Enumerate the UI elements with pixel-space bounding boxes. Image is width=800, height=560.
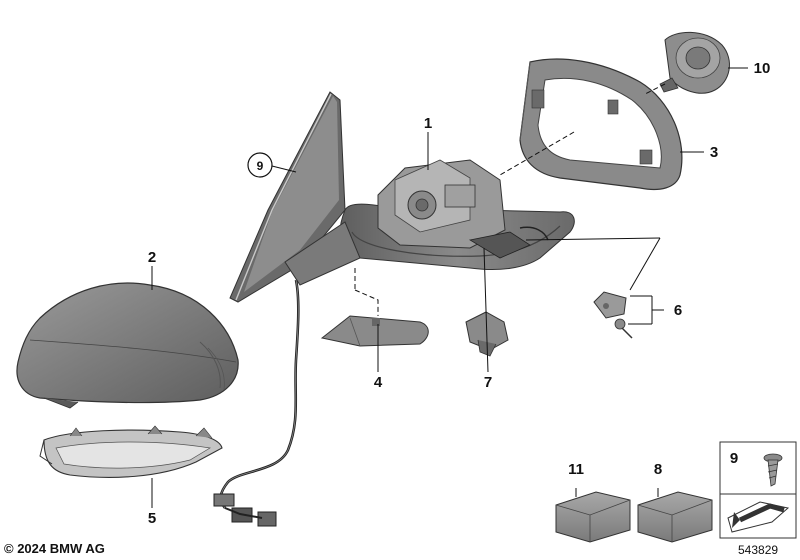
mirror-base-assembly (284, 159, 575, 286)
mirror-cap (16, 282, 239, 409)
screw-icon (763, 453, 783, 487)
callout-5: 5 (148, 510, 156, 527)
screw-legend-box (719, 441, 797, 539)
lower-cover (320, 315, 429, 347)
leader-lines (151, 67, 748, 508)
kit-box-8 (637, 491, 713, 543)
assembly-dash-lines (354, 83, 666, 316)
mirror-frame (519, 58, 683, 191)
arrow-icon (727, 501, 790, 533)
turn-signal-lamp (39, 425, 223, 478)
callout-6: 6 (674, 302, 682, 319)
callout-9: 9 (257, 159, 264, 173)
callout-9-legend: 9 (730, 450, 738, 467)
callout-4: 4 (374, 374, 383, 391)
callout-3: 3 (710, 144, 718, 161)
mirror-glass (229, 91, 346, 303)
diagram-number: 543829 (738, 543, 779, 557)
callout-2: 2 (148, 249, 156, 266)
callout-1: 1 (424, 115, 432, 132)
kit-box-11 (555, 491, 631, 543)
callout-10: 10 (754, 60, 771, 77)
callout-8: 8 (654, 461, 662, 478)
glass-actuator (659, 31, 730, 94)
callout-11: 11 (568, 461, 584, 478)
callout-7: 7 (484, 374, 492, 391)
callout-9-circle (247, 152, 273, 178)
copyright-text: © 2024 BMW AG (4, 541, 105, 556)
wiring-harness (213, 279, 300, 527)
clip-set (593, 291, 633, 339)
